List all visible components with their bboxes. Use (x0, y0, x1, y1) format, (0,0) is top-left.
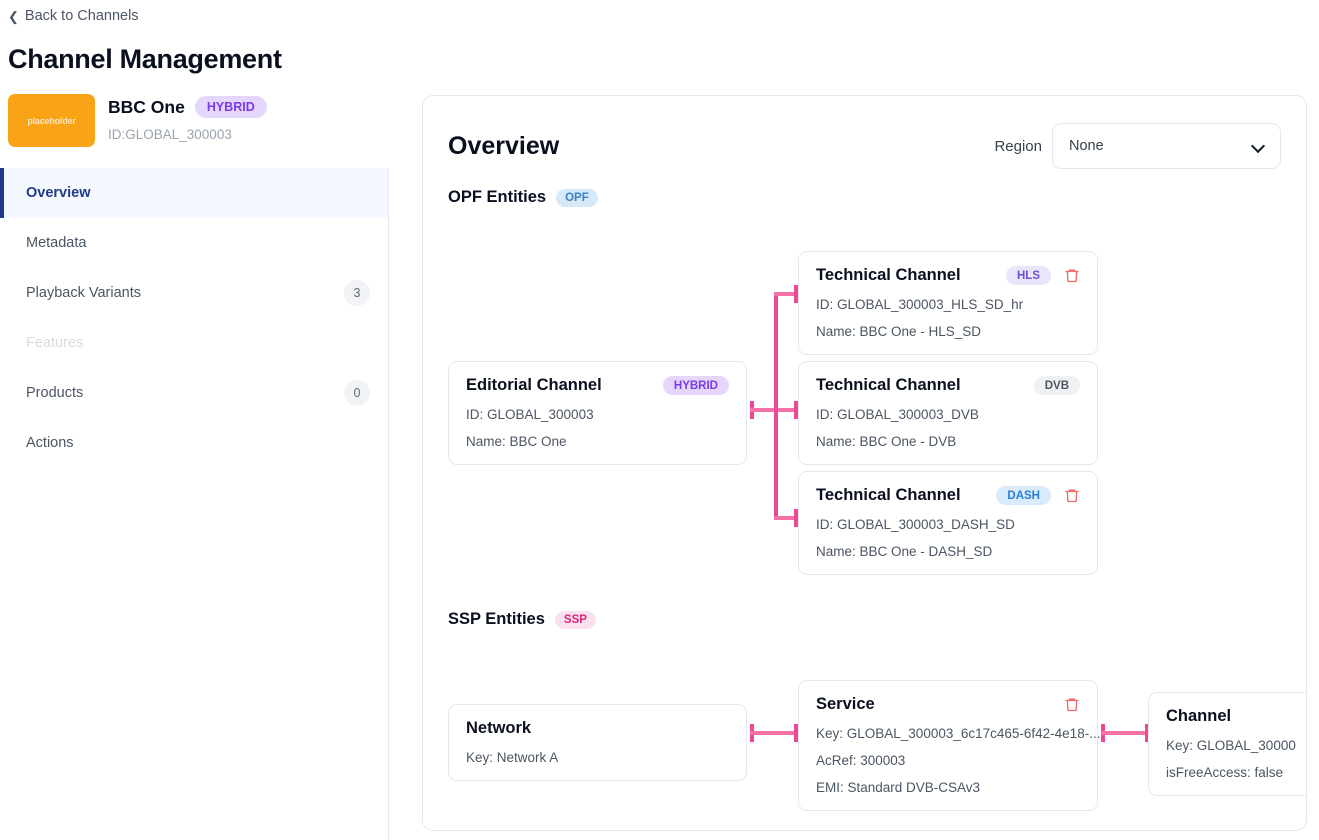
back-to-channels-label: Back to Channels (24, 8, 139, 24)
card-type-badge: HYBRID (662, 376, 729, 395)
channel-id: ID:GLOBAL_300003 (108, 127, 232, 142)
connector-line (774, 516, 798, 520)
card-key-line: Key: GLOBAL_30000 (1166, 738, 1296, 753)
card-name-line: Name: BBC One - DASH_SD (816, 544, 993, 559)
card-title: Technical Channel (816, 266, 961, 284)
card-type-badge: DVB (1033, 376, 1080, 395)
region-label: Region (994, 137, 1042, 155)
card-technical-channel-hls[interactable]: Technical Channel HLS ID: GLOBAL_300003_… (798, 251, 1098, 355)
overview-title: Overview (448, 131, 560, 160)
opf-badge: OPF (556, 188, 598, 207)
connector-line (774, 292, 798, 296)
card-key-line: Key: Network A (466, 750, 559, 765)
channel-thumbnail: placeholder (8, 94, 95, 147)
card-type-badge: DASH (996, 486, 1051, 505)
card-title: Technical Channel (816, 376, 961, 394)
connector-line (1101, 731, 1149, 735)
sidebar-item-label: Products (26, 385, 84, 401)
channel-type-badge: HYBRID (194, 96, 267, 118)
sidebar-item-label: Metadata (26, 235, 87, 251)
card-isfreeaccess-line: isFreeAccess: false (1166, 765, 1284, 780)
connector-line (750, 731, 798, 735)
sidebar-item-actions[interactable]: Actions (0, 418, 388, 468)
region-select[interactable]: None (1052, 123, 1281, 169)
card-type-badge: HLS (1006, 266, 1051, 285)
connector-trunk (774, 292, 778, 520)
sidebar-item-label: Actions (26, 435, 74, 451)
sidebar-item-label: Playback Variants (26, 285, 141, 301)
sidebar-item-label: Features (26, 335, 84, 351)
ssp-section-header: SSP Entities SSP (448, 610, 596, 629)
card-emi-line: EMI: Standard DVB-CSAv3 (816, 780, 981, 795)
sidebar-nav: Overview Metadata Playback Variants 3 Fe… (0, 168, 389, 840)
connector-cap (794, 401, 798, 419)
page-title: Channel Management (8, 44, 282, 74)
card-channel-entity[interactable]: Channel Key: GLOBAL_30000 isFreeAccess: … (1148, 692, 1306, 796)
card-service[interactable]: Service Key: GLOBAL_300003_6c17c465-6f42… (798, 680, 1101, 811)
channel-thumbnail-label: placeholder (27, 115, 76, 126)
connector-cap (794, 285, 798, 303)
channel-name: BBC One (108, 96, 185, 117)
trash-icon[interactable] (1064, 696, 1080, 713)
card-title: Technical Channel (816, 486, 961, 504)
card-name-line: Name: BBC One - DVB (816, 434, 957, 449)
card-name-line: Name: BBC One (466, 434, 567, 449)
card-id-line: ID: GLOBAL_300003 (466, 407, 594, 422)
card-editorial-channel[interactable]: Editorial Channel HYBRID ID: GLOBAL_3000… (448, 361, 747, 465)
card-technical-channel-dash[interactable]: Technical Channel DASH ID: GLOBAL_300003… (798, 471, 1098, 575)
region-filter: Region None (994, 123, 1281, 169)
ssp-section-title: SSP Entities (448, 610, 545, 628)
sidebar-item-metadata[interactable]: Metadata (0, 218, 388, 268)
sidebar-item-label: Overview (26, 185, 91, 201)
card-id-line: ID: GLOBAL_300003_DVB (816, 407, 979, 422)
sidebar-item-count: 0 (344, 380, 370, 406)
opf-section-title: OPF Entities (448, 188, 547, 206)
overview-header: Overview Region None (448, 123, 1281, 169)
region-select-value: None (1069, 138, 1104, 154)
trash-icon[interactable] (1064, 487, 1080, 504)
connector-cap (794, 724, 798, 742)
card-name-line: Name: BBC One - HLS_SD (816, 324, 982, 339)
ssp-badge: SSP (554, 610, 596, 629)
card-id-line: ID: GLOBAL_300003_HLS_SD_hr (816, 297, 1024, 312)
card-key-line: Key: GLOBAL_300003_6c17c465-6f42-4e18-..… (816, 726, 1101, 741)
card-title: Network (466, 719, 532, 737)
sidebar-item-count: 3 (344, 280, 370, 306)
sidebar-item-playback-variants[interactable]: Playback Variants 3 (0, 268, 388, 318)
overview-panel: Overview Region None OPF Entities OPF Ed… (422, 95, 1307, 831)
trash-icon[interactable] (1064, 267, 1080, 284)
card-acref-line: AcRef: 300003 (816, 753, 906, 768)
channel-identity: placeholder BBC One HYBRID ID:GLOBAL_300… (8, 94, 267, 147)
back-to-channels-link[interactable]: ❮ Back to Channels (8, 8, 139, 24)
sidebar-item-products[interactable]: Products 0 (0, 368, 388, 418)
card-technical-channel-dvb[interactable]: Technical Channel DVB ID: GLOBAL_300003_… (798, 361, 1098, 465)
sidebar-item-overview[interactable]: Overview (0, 168, 388, 218)
card-id-line: ID: GLOBAL_300003_DASH_SD (816, 517, 1015, 532)
card-title: Channel (1166, 707, 1232, 725)
card-title: Editorial Channel (466, 376, 602, 394)
chevron-left-icon: ❮ (8, 8, 19, 24)
card-title: Service (816, 695, 875, 713)
card-network[interactable]: Network Key: Network A (448, 704, 747, 781)
chevron-down-icon (1253, 141, 1264, 152)
connector-cap (794, 509, 798, 527)
connector-cap (1145, 724, 1149, 742)
opf-section-header: OPF Entities OPF (448, 188, 598, 207)
sidebar-item-features: Features (0, 318, 388, 368)
